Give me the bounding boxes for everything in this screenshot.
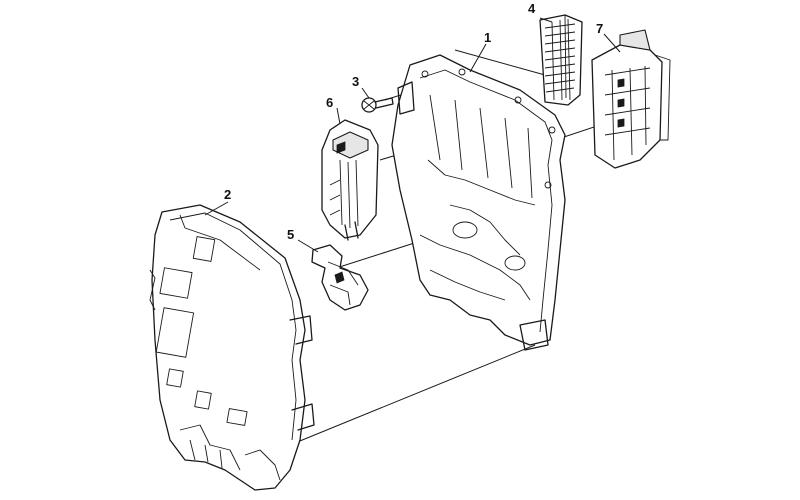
callout-leaders — [204, 17, 621, 253]
part-5-clip-bracket — [311, 244, 369, 311]
callout-6: 6 — [326, 95, 333, 110]
part-2-housing-cover — [149, 204, 315, 491]
part-3-screw — [361, 97, 394, 113]
part-6-relay-module — [321, 119, 379, 241]
callout-5: 5 — [287, 227, 294, 242]
callout-1: 1 — [484, 30, 491, 45]
callout-2: 2 — [224, 187, 231, 202]
callout-4: 4 — [528, 1, 536, 16]
callout-7: 7 — [596, 21, 603, 36]
part-4-filter-grille — [539, 14, 583, 106]
callout-3: 3 — [352, 74, 359, 89]
part-1-main-bracket — [391, 54, 566, 351]
part-7-fuse-box — [591, 29, 671, 169]
